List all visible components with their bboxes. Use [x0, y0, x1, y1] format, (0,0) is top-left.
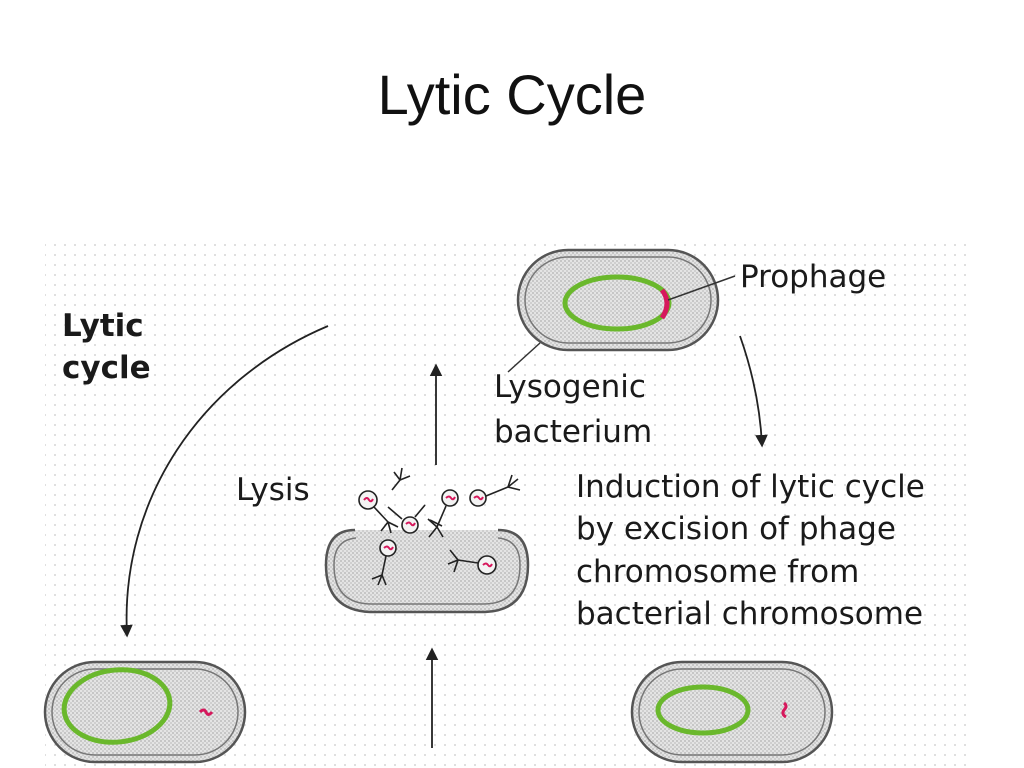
- released-phages: [358, 467, 521, 586]
- phage-particle: [387, 506, 419, 534]
- induction-label-line: by excision of phage: [576, 511, 896, 547]
- phage-particle: [469, 474, 521, 507]
- prophage-segment: [659, 288, 670, 320]
- phage-particle: [427, 489, 459, 538]
- phage-particle: [371, 539, 397, 586]
- bacterial-chromosome: [655, 684, 751, 736]
- phage-dna: [198, 708, 214, 716]
- prophage-leader-line: [667, 275, 736, 301]
- bacterial-chromosome: [61, 667, 173, 745]
- lysogenic-bacterium-label-line: bacterium: [494, 414, 652, 450]
- phage-particle: [358, 490, 399, 534]
- lysing-cell: [324, 528, 530, 614]
- lysogenic-bacterium-label-line: Lysogenic: [494, 369, 646, 405]
- lysogenic-leader-line: [507, 342, 541, 373]
- phage-tail-fibers: [391, 467, 443, 527]
- bacterium-cell-left: [43, 660, 247, 764]
- induction-label-line: chromosome from: [576, 554, 859, 590]
- lytic-cycle-label-line: cycle: [62, 350, 151, 386]
- induction-label-line: Induction of lytic cycle: [576, 469, 925, 505]
- lytic-cycle-label: Lytic cycle: [62, 308, 154, 386]
- bacterium-cell-right: [630, 660, 834, 764]
- lysogenic-bacterium-label: Lysogenic bacterium: [494, 369, 656, 450]
- lytic-cycle-label-line: Lytic: [62, 308, 144, 344]
- induction-arrow: [739, 335, 768, 448]
- lytic-cycle-arrow: [120, 325, 329, 638]
- induction-label: Induction of lytic cycle by excision of …: [576, 469, 935, 632]
- lysis-label: Lysis: [236, 472, 310, 508]
- prophage-label: Prophage: [740, 259, 886, 295]
- excised-phage-dna: [781, 701, 788, 719]
- induction-label-line: bacterial chromosome: [576, 596, 923, 632]
- slide-title: Lytic Cycle: [377, 63, 647, 126]
- lysogenic-bacterium-cell: [516, 248, 720, 352]
- phage-particle: [447, 549, 497, 575]
